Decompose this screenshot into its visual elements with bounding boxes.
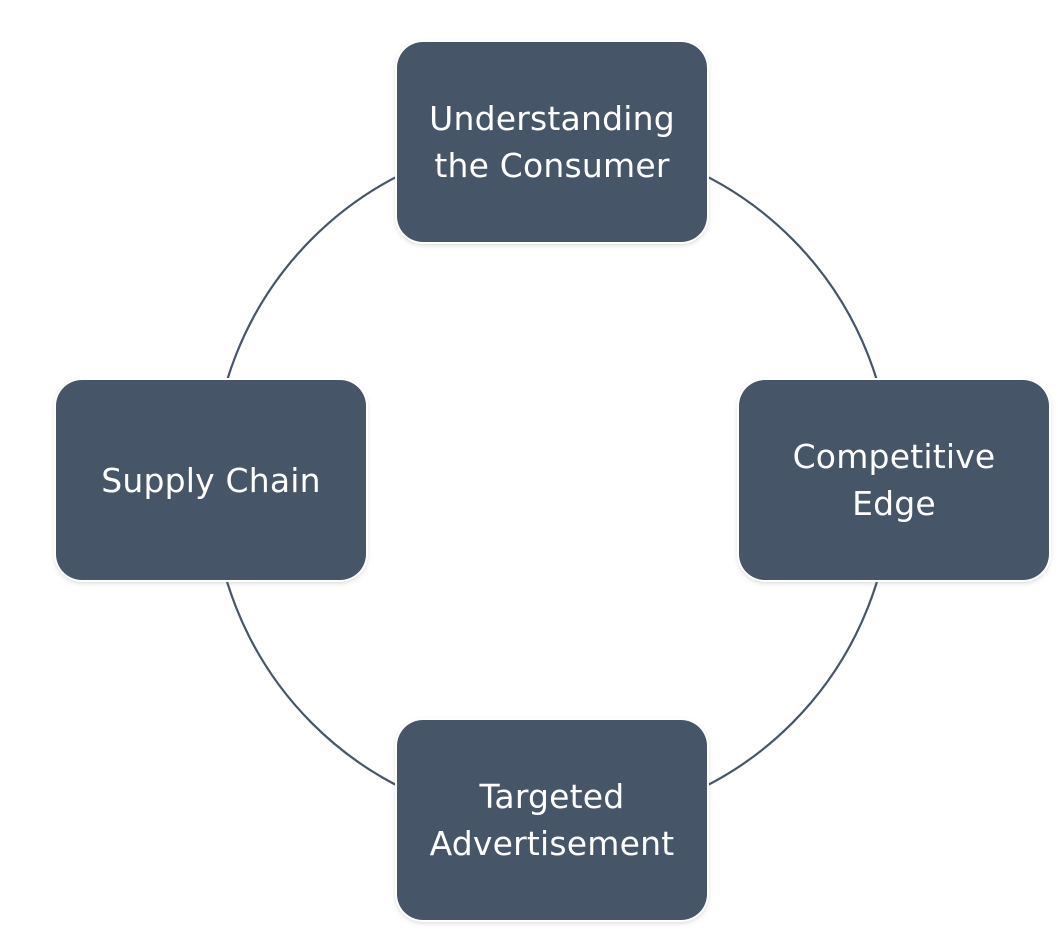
node-supply-chain: Supply Chain bbox=[56, 380, 366, 580]
node-competitive-edge: Competitive Edge bbox=[739, 380, 1049, 580]
node-targeted-advertisement: Targeted Advertisement bbox=[397, 720, 707, 920]
node-understanding-the-consumer: Understanding the Consumer bbox=[397, 42, 707, 242]
node-label: Targeted Advertisement bbox=[429, 777, 675, 863]
node-label: Understanding the Consumer bbox=[429, 99, 675, 185]
node-label: Supply Chain bbox=[101, 460, 321, 500]
node-label: Competitive Edge bbox=[792, 437, 996, 523]
